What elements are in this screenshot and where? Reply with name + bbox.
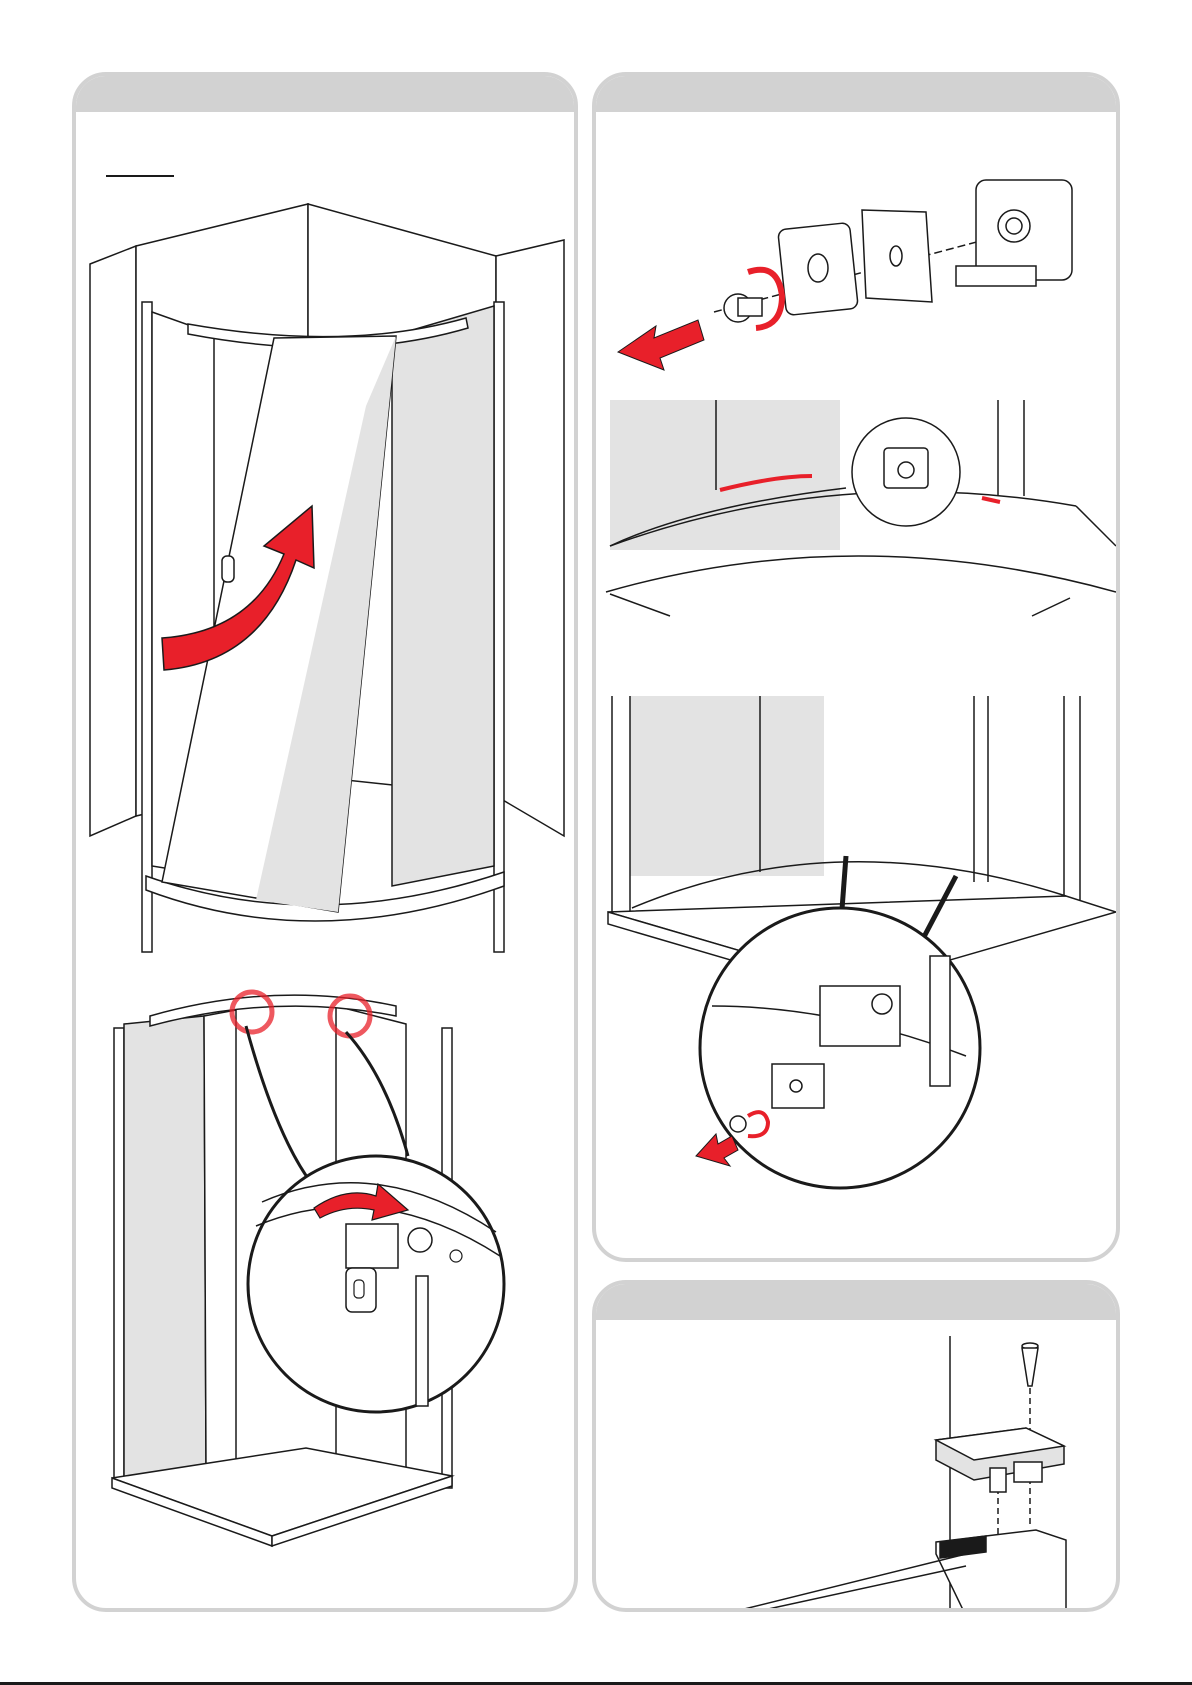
tray-closeup (606, 400, 1116, 616)
panel-right-top (592, 72, 1120, 1262)
magnifier-callout-icon (248, 1156, 504, 1412)
illustration-roller-fitting (596, 76, 1120, 1262)
tray-install-view (608, 696, 1116, 1188)
left-profile (142, 302, 152, 952)
right-fixed-panel (392, 306, 494, 886)
door-handle (222, 556, 234, 582)
screw (730, 1116, 746, 1132)
panel-left (72, 72, 578, 1612)
panel-right-bottom (592, 1280, 1120, 1612)
screw-icon (1022, 1343, 1038, 1386)
straight-arrow-icon (696, 1134, 738, 1166)
screw-head (408, 1228, 432, 1252)
exploded-roller-assembly (714, 180, 1072, 322)
right-profile (494, 302, 504, 952)
illustration-end-cap (596, 1284, 1120, 1612)
straight-arrow-icon (618, 320, 704, 370)
illustration-shower-door-install (76, 76, 578, 1612)
bracket-block (346, 1224, 398, 1268)
